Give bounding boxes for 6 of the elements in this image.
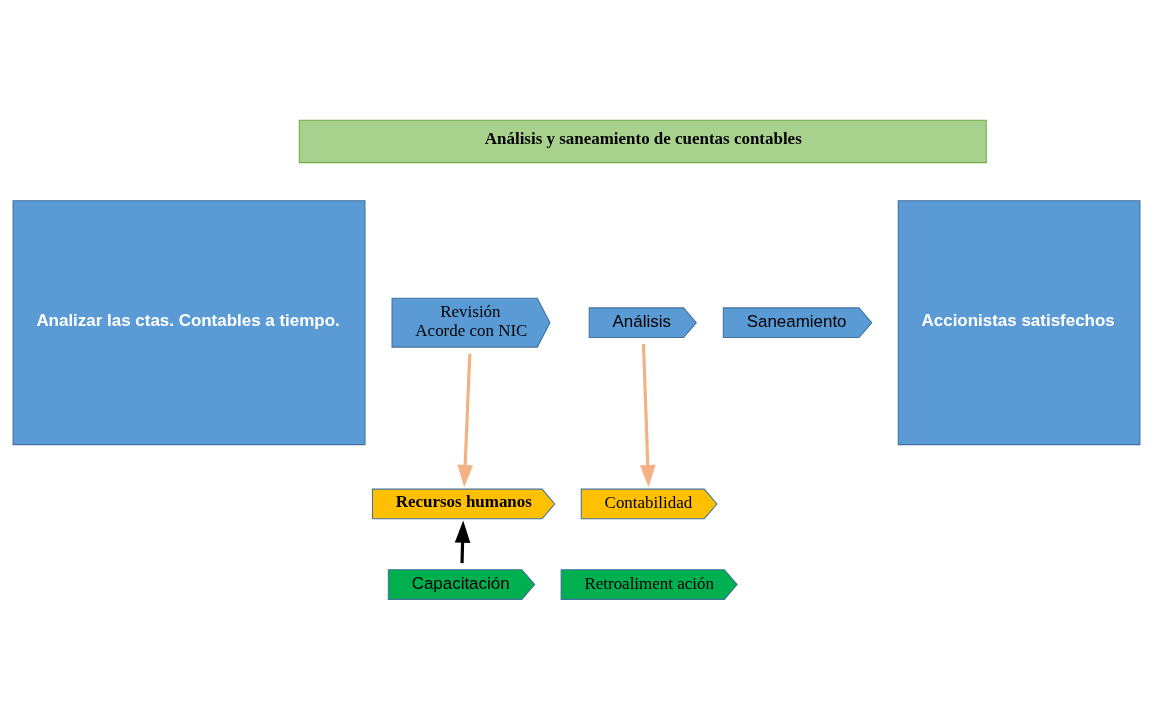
arrow: [454, 520, 471, 564]
arrow: [457, 353, 473, 488]
node-box: Análisis y saneamiento de cuentas contables: [298, 119, 987, 164]
arrow: [639, 343, 656, 488]
node-box: Analizar las ctas. Contables a tiempo.: [12, 200, 366, 446]
node-box: Accionistas satisfechos: [897, 200, 1141, 446]
